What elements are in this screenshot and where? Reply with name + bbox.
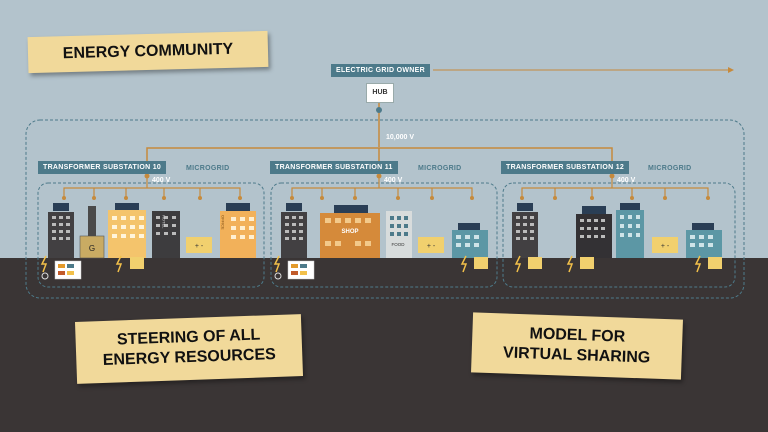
battery-icon bbox=[474, 257, 488, 269]
battery-icon bbox=[130, 257, 144, 269]
high-voltage-label: 10,000 V bbox=[386, 134, 415, 141]
community-boundary bbox=[25, 119, 745, 299]
low-voltage-12-label: 400 V bbox=[617, 177, 636, 184]
substation-12-label: TRANSFORMER SUBSTATION 12 bbox=[501, 161, 630, 174]
shop-label: SHOP bbox=[341, 229, 358, 235]
vehicles-icon bbox=[287, 260, 315, 280]
microgrid-11-label: MICROGRID bbox=[418, 165, 462, 172]
lightning-icon bbox=[40, 255, 48, 273]
building-yellow-10 bbox=[108, 203, 146, 258]
lightning-icon bbox=[460, 255, 468, 273]
battery-icon bbox=[528, 257, 542, 269]
recycle-icon bbox=[274, 272, 282, 280]
building-apartment-10 bbox=[48, 203, 74, 258]
steering-note: STEERING OF ALL ENERGY RESOURCES bbox=[74, 314, 304, 384]
microgrid-boundary-11 bbox=[270, 182, 498, 288]
substation-10-label: TRANSFORMER SUBSTATION 10 bbox=[38, 161, 167, 174]
lightning-icon bbox=[273, 255, 281, 273]
low-voltage-11-label: 400 V bbox=[384, 177, 403, 184]
generator-pole bbox=[88, 206, 96, 236]
recycle-icon bbox=[41, 272, 49, 280]
generator-label: G bbox=[89, 244, 95, 253]
grid-owner-label: ELECTRIC GRID OWNER bbox=[331, 64, 430, 77]
building-apartment-11 bbox=[281, 203, 307, 258]
battery-label: + - bbox=[661, 243, 670, 250]
lightning-icon bbox=[115, 255, 123, 273]
page-title: ENERGY COMMUNITY bbox=[62, 40, 234, 63]
building-apartment-12 bbox=[512, 203, 538, 258]
hub-box: HUB bbox=[366, 83, 394, 103]
building-food-11 bbox=[386, 211, 412, 258]
hub-node bbox=[376, 107, 382, 113]
battery-label: + - bbox=[195, 243, 204, 250]
battery-icon bbox=[708, 257, 722, 269]
hub-label: HUB bbox=[372, 89, 388, 96]
building-shop-11 bbox=[320, 205, 380, 258]
building-teal-12 bbox=[686, 223, 722, 258]
lightning-icon bbox=[694, 255, 702, 273]
battery-12 bbox=[652, 237, 678, 253]
vehicles-icon bbox=[54, 260, 82, 280]
battery-10 bbox=[186, 237, 212, 253]
model-note: MODEL FOR VIRTUAL SHARING bbox=[471, 312, 683, 380]
battery-label: + - bbox=[427, 243, 436, 250]
building-teal-11 bbox=[452, 223, 488, 258]
battery-icon bbox=[580, 257, 594, 269]
hotel-label: HOTEL bbox=[162, 215, 167, 229]
low-voltage-10-label: 400 V bbox=[152, 177, 171, 184]
lightning-icon bbox=[566, 255, 574, 273]
food-label: FOOD bbox=[392, 242, 406, 247]
microgrid-boundary-12 bbox=[502, 182, 736, 288]
building-teal-tall-12 bbox=[616, 203, 644, 258]
line-nodes bbox=[62, 173, 710, 200]
building-dark-12 bbox=[576, 206, 612, 258]
microgrid-12-label: MICROGRID bbox=[648, 165, 692, 172]
car-icons bbox=[58, 264, 74, 275]
microgrid-10-label: MICROGRID bbox=[186, 165, 230, 172]
office-label: OFFICE bbox=[221, 215, 226, 230]
microgrid-boundary-10 bbox=[37, 182, 265, 288]
title-note: ENERGY COMMUNITY bbox=[27, 30, 269, 74]
building-hotel-10 bbox=[152, 211, 180, 258]
lightning-icon bbox=[514, 255, 522, 273]
building-office-10 bbox=[220, 203, 256, 258]
substation-11-label: TRANSFORMER SUBSTATION 11 bbox=[270, 161, 398, 174]
car-icons bbox=[291, 264, 307, 275]
battery-11 bbox=[418, 237, 444, 253]
